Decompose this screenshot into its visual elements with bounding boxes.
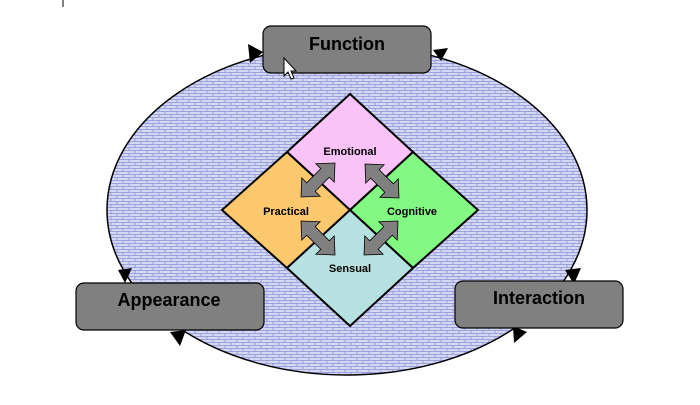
arrowhead-to-appearance-side: [118, 268, 132, 283]
quadrant-diamond: Emotional Practical Cognitive Sensual: [220, 92, 480, 328]
appearance-box: Appearance: [75, 282, 265, 331]
practical-label: Practical: [263, 206, 309, 218]
function-box: Function: [262, 25, 432, 74]
interaction-label: Interaction: [493, 288, 585, 308]
arrowhead-from-interaction: [513, 326, 527, 343]
appearance-label: Appearance: [117, 290, 220, 310]
mouse-pointer-icon: [283, 56, 298, 80]
arrowhead-to-appearance-bottom: [170, 330, 186, 346]
arrowhead-to-interaction: [565, 268, 581, 284]
cycle-arrowheads: [118, 44, 581, 346]
interaction-box: Interaction: [454, 280, 624, 329]
arrowhead-to-function: [248, 44, 263, 63]
cognitive-label: Cognitive: [387, 206, 437, 218]
function-label: Function: [309, 34, 385, 54]
arrowhead-near-function-right: [433, 48, 448, 61]
sensual-label: Sensual: [329, 263, 371, 275]
emotional-label: Emotional: [323, 146, 376, 158]
